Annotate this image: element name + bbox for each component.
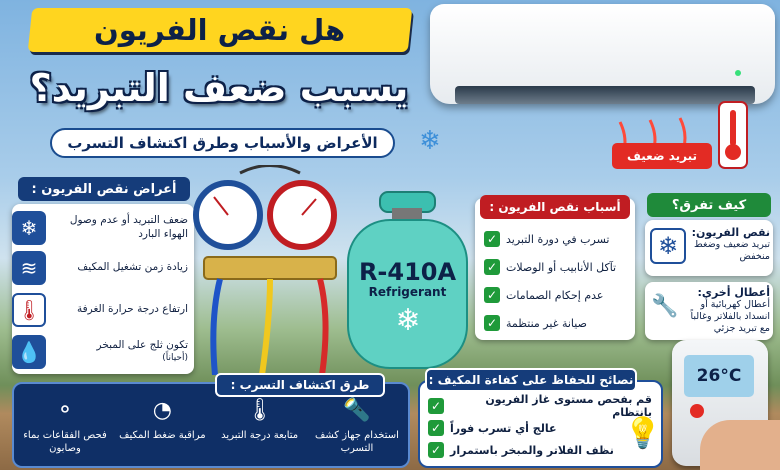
wind-icon: ≋ [12,251,46,285]
thermometer-icon: 🌡 [245,398,274,424]
title-line-2: يسبب ضعف التبريد؟ [29,66,409,110]
leak-method-text: متابعة درجة التبريد [221,430,299,441]
leak-detection-header: طرق اكتشاف التسرب : [215,373,385,397]
check-icon: ✓ [484,259,500,275]
symptom-text: ضعف التبريد أو عدم وصول الهواء البارد [69,214,188,240]
snowflake-icon: ❄ [12,211,46,245]
freon-shortage-desc: تبريد ضعيف وضغط منخفض [693,239,770,262]
snowflake-icon: ❄ [650,228,686,264]
leak-method-item: 🔦 استخدام جهاز كشف التسرب [312,390,402,470]
tips-panel [418,380,663,468]
leak-method-item: ⚬ فحص الفقاعات بماء وصابون [20,390,110,470]
symptom-text: زيادة زمن تشغيل المكيف [77,261,188,274]
cause-text: تآكل الأنابيب أو الوصلات [506,260,617,274]
power-led-icon [735,70,741,76]
tank-model: R-410A [358,258,457,286]
cause-item: ✓ تسرب في دورة التبريد [484,228,630,250]
air-conditioner-vent [455,86,755,104]
leak-detection-list: 🔦 استخدام جهاز كشف التسرب 🌡 متابعة درجة … [20,390,402,466]
check-icon: ✓ [484,287,500,303]
cause-item: ✓ عدم إحكام الصمامات [484,284,630,306]
other-faults-box [645,282,773,340]
detector-icon: 🔦 [343,398,371,424]
thermometer-icon: 🌡 [12,293,46,327]
weak-cooling-label: تبريد ضعيف [612,143,712,169]
causes-panel [475,198,635,340]
symptom-text: ارتفاع درجة حرارة الغرفة [77,303,188,316]
symptom-item: ❄ ضعف التبريد أو عدم وصول الهواء البارد [12,210,188,246]
tip-item: ✓ قم بفحص مستوى غاز الفريون بانتظام [428,393,652,419]
title-line-1: هل نقص الفريون [94,13,346,47]
other-faults-text: أعطال أخرى: أعطال كهربائية أو انسداد بال… [682,286,770,335]
leak-method-item: 🌡 متابعة درجة التبريد [215,390,305,470]
symptom-text: تكون ثلج على المبخر (أحياناً) [52,339,188,364]
check-icon: ✓ [484,231,500,247]
check-icon: ✓ [428,398,444,414]
check-icon: ✓ [428,420,444,436]
manifold-gauges [193,165,337,375]
tip-item: ✓ عالج أي تسرب فوراً [428,418,652,438]
symptom-item: 💧 تكون ثلج على المبخر (أحياناً) [12,334,188,370]
symptom-note: (أحياناً) [162,352,188,363]
freon-shortage-text: نقص الفريون: تبريد ضعيف وضغط منخفض [690,226,770,263]
ice-drop-icon: 💧 [12,335,46,369]
snowflake-icon: ❄ [395,303,421,338]
causes-header: أسباب نقص الفريون : [480,195,630,219]
thermometer-icon [718,101,748,169]
leak-method-text: فحص الفقاعات بماء وصابون [23,430,107,454]
cause-text: عدم إحكام الصمامات [506,288,604,302]
pressure-gauge-icon: ◔ [152,398,172,424]
check-icon: ✓ [428,442,444,458]
wrench-icon: 🔧 [651,294,679,319]
symptom-text-main: تكون ثلج على المبخر [96,339,188,352]
bubbles-icon: ⚬ [55,398,75,424]
remote-display: 26°C [684,355,754,397]
hand-image [700,420,780,470]
check-icon: ✓ [484,315,500,331]
cause-item: ✓ صيانة غير منتظمة [484,312,630,334]
subtitle: الأعراض والأسباب وطرق اكتشاف التسرب [50,128,395,158]
refrigerant-tank [347,191,468,369]
tip-text: نظف الفلاتر والمبخر باستمرار [450,443,614,457]
cause-item: ✓ تآكل الأنابيب أو الوصلات [484,256,630,278]
leak-method-text: مراقبة ضغط المكيف [119,430,206,441]
tip-text: عالج أي تسرب فوراً [450,421,557,435]
tip-item: ✓ نظف الفلاتر والمبخر باستمرار [428,440,652,460]
tip-text: قم بفحص مستوى غاز الفريون بانتظام [485,393,652,419]
power-button-icon [690,404,704,418]
how-to-tell-header: كيف تفرق؟ [647,193,771,217]
leak-method-item: ◔ مراقبة ضغط المكيف [117,390,207,470]
other-faults-title: أعطال أخرى: [697,286,770,299]
leak-method-text: استخدام جهاز كشف التسرب [315,430,399,454]
cause-text: تسرب في دورة التبريد [506,232,610,246]
other-faults-desc: أعطال كهربائية أو انسداد بالفلاتر وغالبا… [690,299,770,334]
cause-text: صيانة غير منتظمة [506,316,587,330]
tips-header: نصائح للحفاظ على كفاءة المكيف : [425,368,637,392]
tank-label: Refrigerant [368,285,447,299]
symptoms-header: أعراض نقص الفريون : [18,177,190,201]
lightbulb-icon: 💡 [624,416,662,451]
freon-shortage-title: نقص الفريون: [691,226,770,239]
snowflake-icon: ❄ [419,126,441,156]
symptom-item: ≋ زيادة زمن تشغيل المكيف [12,250,188,286]
title-line-1-banner: هل نقص الفريون [27,8,413,52]
symptom-item: 🌡 ارتفاع درجة حرارة الغرفة [12,292,188,328]
